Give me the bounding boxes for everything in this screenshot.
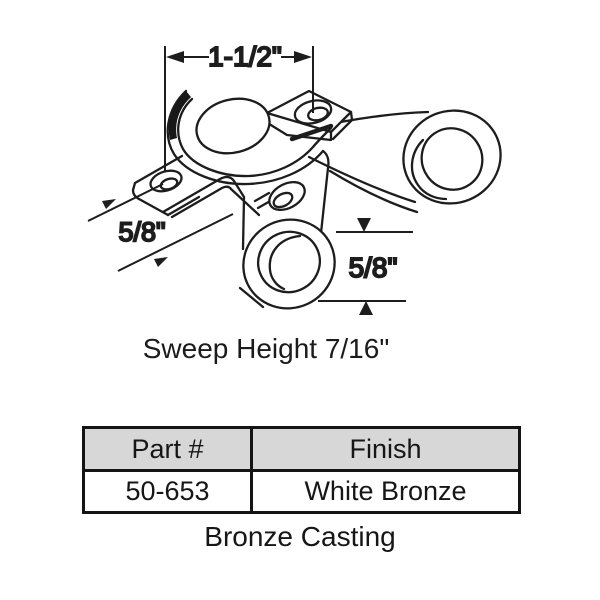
finish-value: White Bronze — [250, 469, 521, 514]
dim-width-label: 1-1/2" — [208, 41, 282, 72]
part-number-header: Part # — [82, 426, 253, 472]
product-caption: Bronze Casting — [204, 521, 396, 552]
strap-hole — [268, 180, 306, 212]
dimension-barrel-height: 5/8" — [318, 218, 413, 315]
sweep-height-label: Sweep Height 7/16" — [143, 333, 390, 364]
dim-barrel-label: 5/8" — [349, 252, 398, 283]
part-drawing — [131, 89, 502, 310]
cam-disk — [195, 97, 271, 155]
sweep-hook — [166, 89, 334, 235]
finish-header: Finish — [250, 426, 521, 472]
dimension-plate-depth: 5/8" — [87, 183, 234, 272]
spec-table: Part # Finish 50-653 White Bronze — [82, 426, 521, 514]
dimension-width: 1-1/2" — [164, 40, 314, 171]
spec-table-value-row: 50-653 White Bronze — [82, 469, 521, 514]
part-number-value: 50-653 — [82, 469, 253, 514]
center-strap — [161, 175, 306, 251]
pivot-barrel — [238, 218, 336, 310]
lever-ring — [402, 109, 502, 205]
dim-plate-label: 5/8" — [118, 217, 165, 247]
spec-table-header-row: Part # Finish — [82, 426, 521, 472]
